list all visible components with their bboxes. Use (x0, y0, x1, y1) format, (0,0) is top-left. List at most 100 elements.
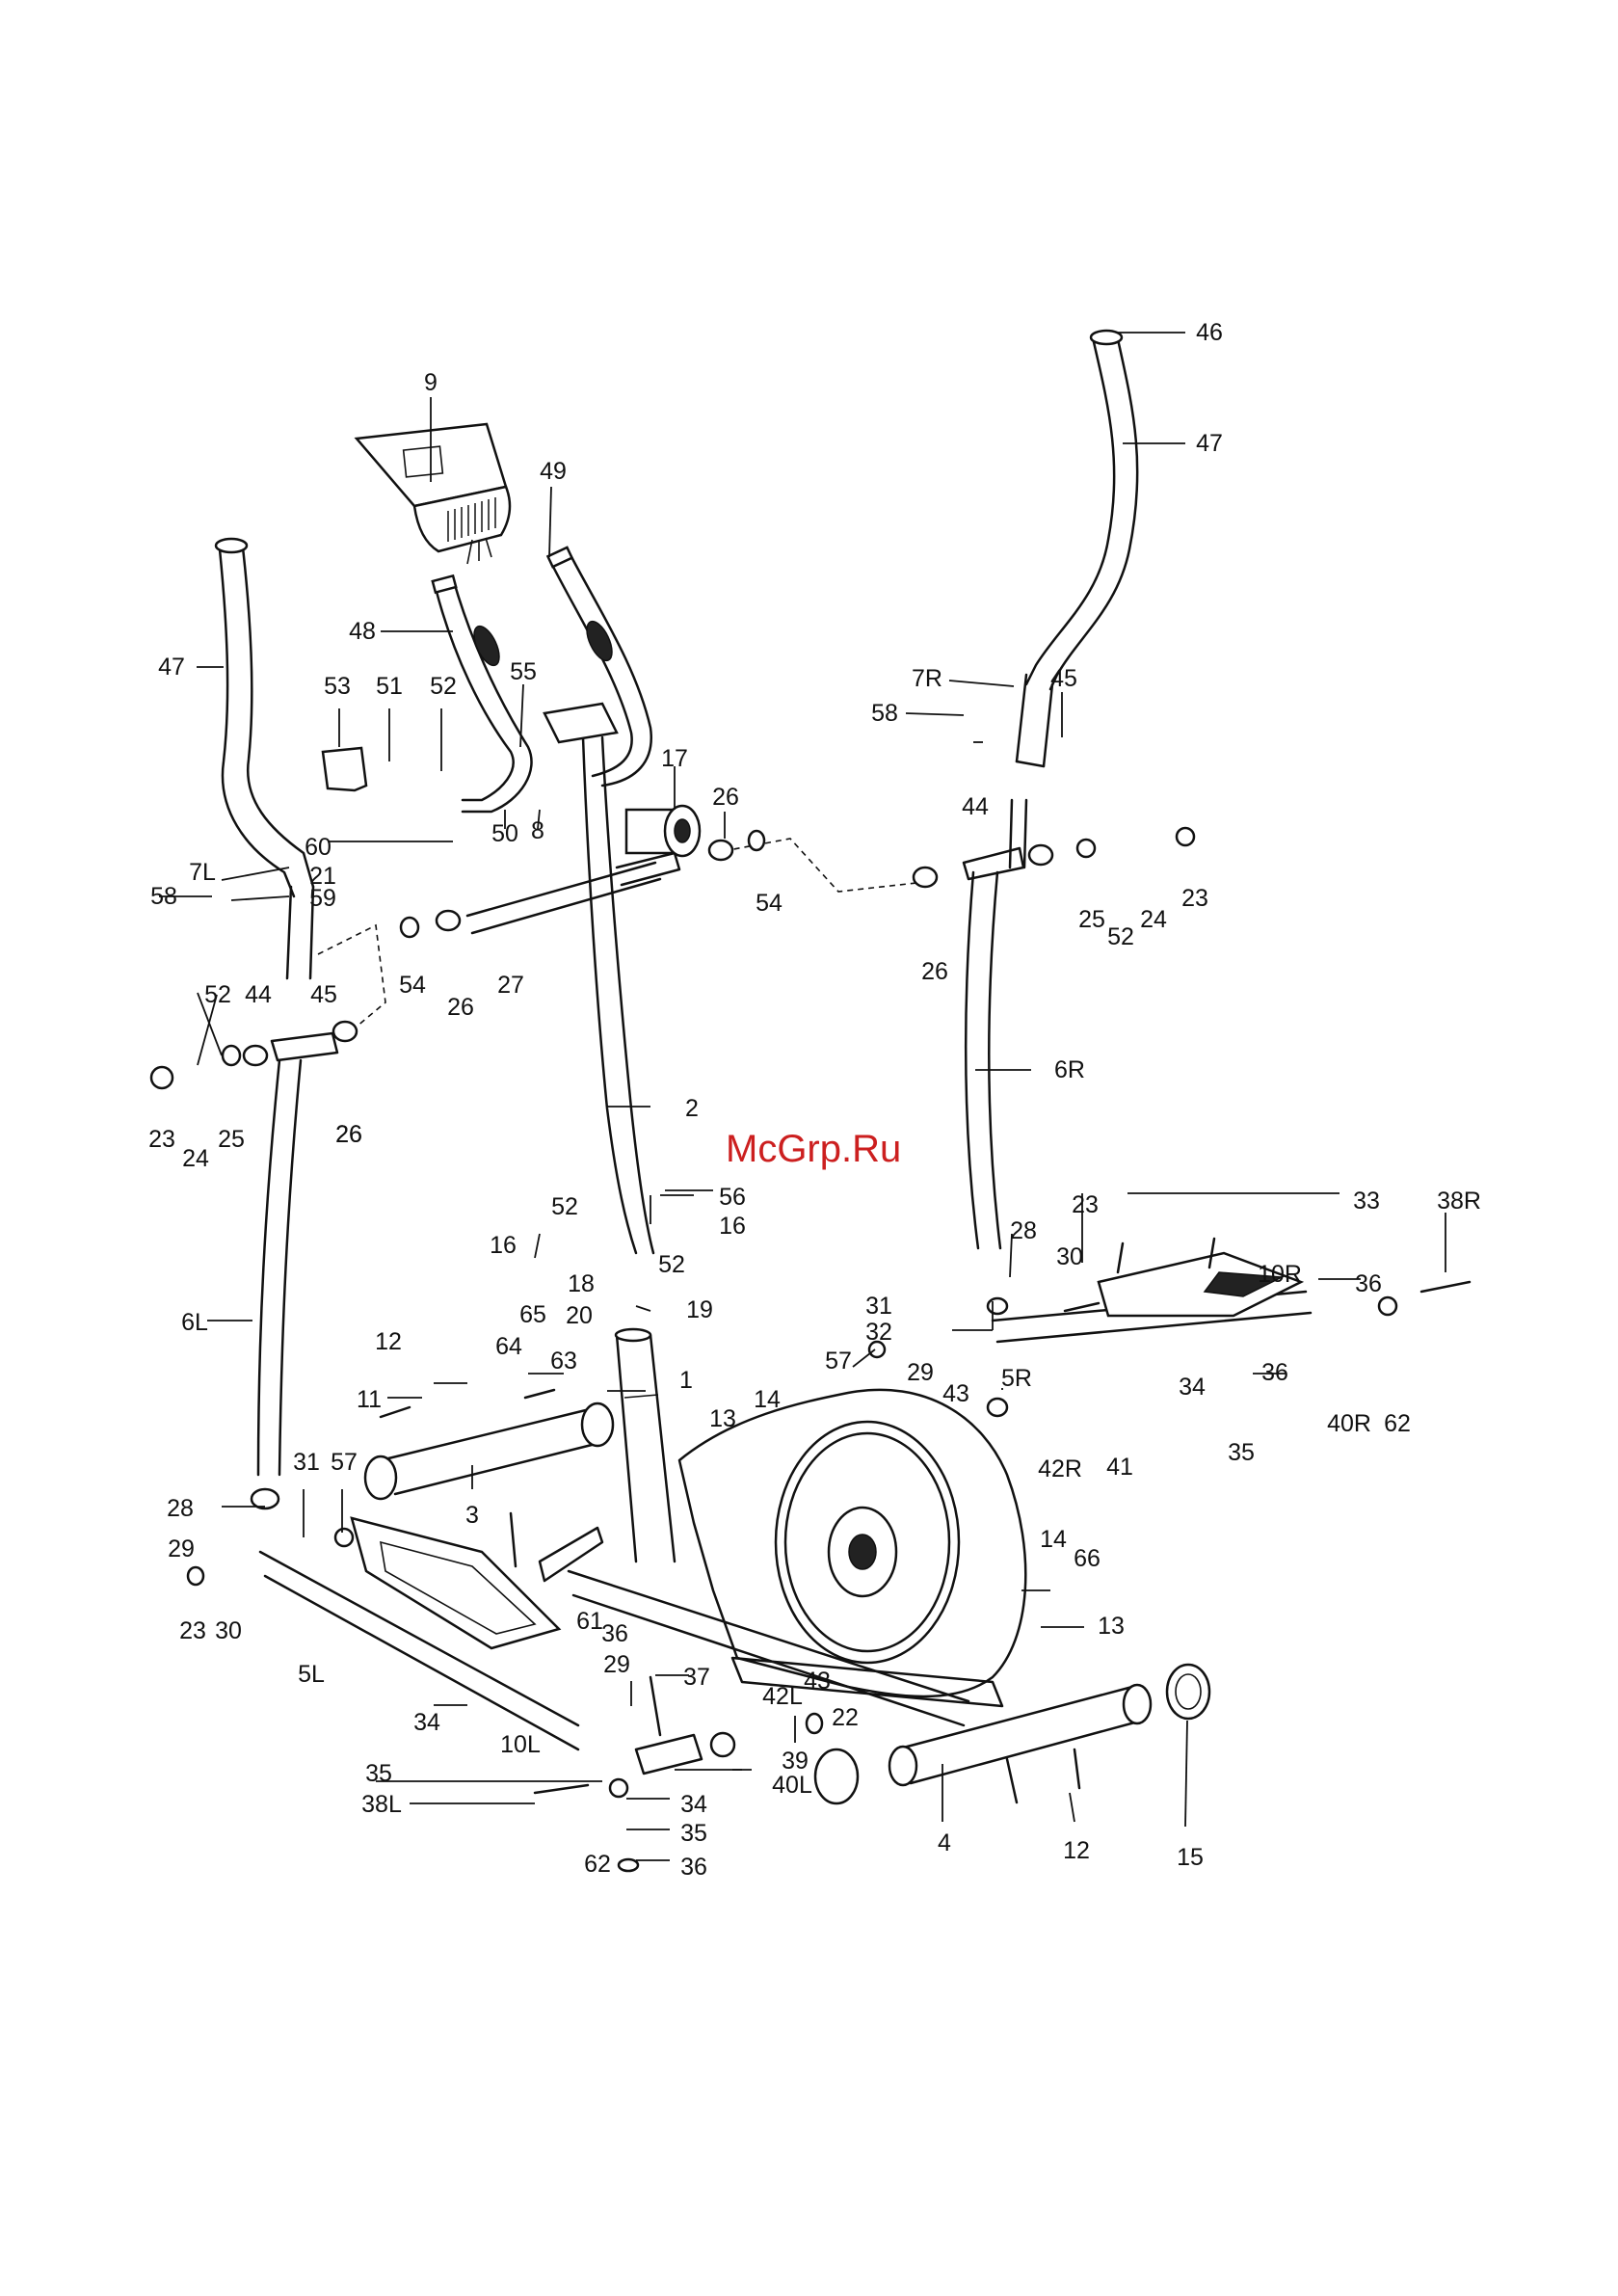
part-label-11: 11 (357, 1386, 382, 1413)
part-label-52b: 52 (1107, 923, 1134, 950)
part-label-45l: 45 (310, 981, 337, 1008)
axle-tube (465, 851, 681, 935)
part-label-8: 8 (531, 817, 544, 844)
part-label-30a: 30 (1056, 1243, 1083, 1270)
part-label-54a: 54 (756, 890, 782, 917)
part-label-52a: 52 (430, 673, 457, 700)
part-label-42l: 42L (762, 1683, 803, 1710)
part-label-20: 20 (566, 1302, 593, 1329)
part-label-14b: 14 (1040, 1526, 1067, 1553)
part-label-35b: 35 (365, 1760, 392, 1787)
part-label-32: 32 (865, 1319, 892, 1346)
part-label-31a: 31 (865, 1293, 892, 1320)
part-label-48: 48 (349, 618, 376, 645)
part-label-16a: 16 (719, 1213, 746, 1240)
main-frame (538, 1526, 970, 1727)
left-crank (634, 1733, 703, 1775)
part-label-28a: 28 (1010, 1217, 1037, 1244)
part-label-29a: 29 (907, 1359, 934, 1386)
part-label-42r: 42R (1038, 1455, 1082, 1482)
part-label-52c: 52 (204, 981, 231, 1008)
part-label-24b: 24 (182, 1145, 209, 1172)
part-label-25b: 25 (218, 1126, 245, 1153)
part-label-47r: 47 (1196, 430, 1223, 457)
part-label-62b: 62 (584, 1851, 611, 1878)
right-pedal-assembly (991, 1251, 1313, 1344)
part-label-16b: 16 (490, 1232, 517, 1259)
part-label-22: 22 (832, 1704, 859, 1731)
part-label-53: 53 (324, 673, 351, 700)
front-stabilizer (813, 1663, 1211, 1805)
part-label-2: 2 (685, 1095, 699, 1122)
part-label-13b: 13 (1098, 1613, 1125, 1640)
part-label-10l: 10L (500, 1731, 541, 1758)
bracket (321, 746, 368, 792)
part-label-26d: 26 (335, 1121, 362, 1148)
part-label-12b: 12 (1063, 1837, 1090, 1864)
console (354, 422, 512, 565)
part-label-1: 1 (679, 1367, 693, 1394)
part-label-50: 50 (491, 820, 518, 847)
part-label-64: 64 (495, 1333, 522, 1360)
part-label-36d: 36 (680, 1854, 707, 1881)
left-handlebar (214, 537, 315, 980)
part-label-21: 21 (309, 863, 336, 890)
part-label-15: 15 (1177, 1844, 1204, 1871)
part-label-34b: 34 (413, 1709, 440, 1736)
part-label-6r: 6R (1054, 1056, 1085, 1083)
diagram-drawing (149, 329, 1472, 1873)
part-label-26e: 26 (335, 1121, 362, 1148)
part-label-18: 18 (568, 1270, 595, 1297)
part-label-33: 33 (1353, 1188, 1380, 1215)
part-label-17: 17 (661, 745, 688, 772)
part-label-9: 9 (424, 369, 438, 396)
part-label-65: 65 (519, 1301, 546, 1328)
part-label-5l: 5L (298, 1661, 325, 1688)
part-label-39: 39 (782, 1748, 809, 1775)
part-label-47l: 47 (158, 654, 185, 681)
part-label-58l: 58 (150, 883, 177, 910)
part-label-7r: 7R (912, 665, 942, 692)
part-label-56: 56 (719, 1184, 746, 1211)
part-label-66: 66 (1074, 1545, 1101, 1572)
part-label-23c: 23 (1072, 1191, 1099, 1218)
part-label-43a: 43 (942, 1380, 969, 1407)
part-label-61: 61 (576, 1608, 603, 1635)
part-label-31b: 31 (293, 1449, 320, 1476)
part-label-10r: 10R (1258, 1261, 1302, 1288)
part-label-36a: 36 (1355, 1270, 1382, 1297)
part-label-23a: 23 (1181, 885, 1208, 912)
part-label-12a: 12 (375, 1328, 402, 1355)
right-handlebar (1015, 329, 1139, 768)
part-label-44r: 44 (962, 793, 989, 820)
part-label-26a: 26 (712, 784, 739, 811)
part-label-59: 59 (309, 885, 336, 912)
flywheel-housing (677, 1388, 1027, 1708)
part-label-35c: 35 (680, 1820, 707, 1847)
sensor-magnet (624, 804, 702, 858)
part-label-13a: 13 (709, 1405, 736, 1432)
part-label-24a: 24 (1140, 906, 1167, 933)
part-label-49: 49 (540, 458, 567, 485)
part-label-14a: 14 (754, 1386, 781, 1413)
front-handlebar (431, 546, 653, 814)
part-label-19: 19 (686, 1296, 713, 1323)
right-swing-arm (962, 798, 1028, 1250)
seat-post (614, 1327, 676, 1563)
part-label-4: 4 (938, 1829, 951, 1856)
part-label-28b: 28 (167, 1495, 194, 1522)
part-label-57a: 57 (825, 1348, 852, 1375)
part-label-63: 63 (550, 1348, 577, 1375)
main-post (543, 702, 655, 1255)
part-label-43b: 43 (804, 1668, 831, 1695)
part-label-29b: 29 (168, 1535, 195, 1562)
part-label-45r: 45 (1050, 665, 1077, 692)
part-label-3: 3 (465, 1502, 479, 1529)
part-label-23d: 23 (179, 1617, 206, 1644)
part-label-52d: 52 (551, 1193, 578, 1220)
part-label-34c: 34 (680, 1791, 707, 1818)
part-label-41: 41 (1106, 1454, 1133, 1481)
part-label-26c: 26 (447, 994, 474, 1021)
part-label-52e: 52 (658, 1251, 685, 1278)
